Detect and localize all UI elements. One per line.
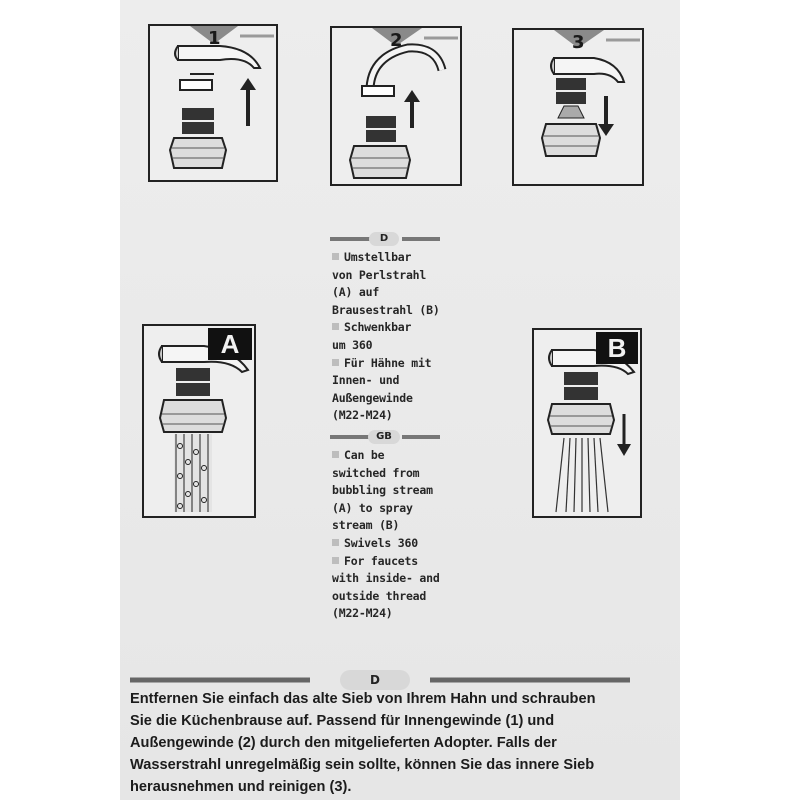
faucet-install-adapter-illustration <box>348 28 458 179</box>
language-badge-gb: GB <box>368 430 400 444</box>
feature-line: (M22-M24) <box>332 408 393 423</box>
bottom-divider <box>130 677 630 683</box>
step-number: 1 <box>208 28 221 49</box>
feature-line: Innen- und <box>332 373 400 388</box>
installation-text: Entfernen Sie einfach das alte Sieb von … <box>130 688 675 798</box>
paragraph-line: Entfernen Sie einfach das alte Sieb von … <box>130 691 596 707</box>
section-divider-gb <box>330 435 440 439</box>
paragraph-line: herausnehmen und reinigen (3). <box>130 779 352 795</box>
feature-line: For faucets <box>332 553 512 571</box>
feature-line: Brausestrahl (B) <box>332 302 440 317</box>
features-de: Umstellbar von Perlstrahl (A) auf Brause… <box>332 249 512 425</box>
bullet-icon <box>332 538 339 546</box>
mode-b-figure: B <box>532 328 642 518</box>
step-number: 2 <box>390 30 403 51</box>
feature-line: Außengewinde <box>332 390 413 405</box>
mode-b-label: B <box>596 332 638 364</box>
faucet-install-inner-thread-illustration <box>168 26 274 169</box>
paragraph-line: Außengewinde (2) durch den mitgelieferte… <box>130 735 557 751</box>
step-2-figure: 2 <box>330 26 462 186</box>
bullet-icon <box>332 253 339 260</box>
section-divider-de <box>330 237 440 241</box>
language-badge-bottom: D <box>340 670 410 690</box>
mode-a-label: A <box>208 328 252 360</box>
feature-line: (A) to spray <box>332 500 413 515</box>
feature-line: um 360 <box>332 337 373 352</box>
faucet-remove-sieve-illustration <box>540 30 640 157</box>
feature-line: with inside- and <box>332 571 440 586</box>
background-right <box>680 0 800 800</box>
background-left <box>0 0 120 800</box>
feature-line: Swivels 360 <box>332 535 512 553</box>
feature-line: Für Hähne mit <box>332 355 512 373</box>
language-badge-de: D <box>369 232 399 246</box>
step-1-figure: 1 <box>148 24 278 182</box>
feature-line: switched from <box>332 465 420 480</box>
feature-line: (A) auf <box>332 285 380 300</box>
step-number: 3 <box>572 32 585 53</box>
feature-line: Umstellbar <box>332 249 512 267</box>
feature-line: outside thread <box>332 588 427 603</box>
paragraph-line: Sie die Küchenbrause auf. Passend für In… <box>130 713 555 729</box>
feature-line: stream (B) <box>332 518 400 533</box>
feature-line: Can be <box>332 447 512 465</box>
step-3-figure: 3 <box>512 28 644 186</box>
bullet-icon <box>332 451 339 458</box>
bullet-icon <box>332 323 339 331</box>
feature-line: von Perlstrahl <box>332 267 427 282</box>
instruction-sheet: 1 2 <box>120 0 680 800</box>
feature-line: bubbling stream <box>332 483 433 498</box>
bullet-icon <box>332 358 339 366</box>
paragraph-line: Wasserstrahl unregelmäßig sein sollte, k… <box>130 757 595 773</box>
feature-line: Schwenkbar <box>332 319 512 337</box>
features-gb: Can be switched from bubbling stream (A)… <box>332 447 512 623</box>
feature-line: (M22-M24) <box>332 606 393 621</box>
bubbling-stream-illustration <box>158 345 250 512</box>
bullet-icon <box>332 556 339 564</box>
mode-a-figure: A <box>142 324 256 518</box>
